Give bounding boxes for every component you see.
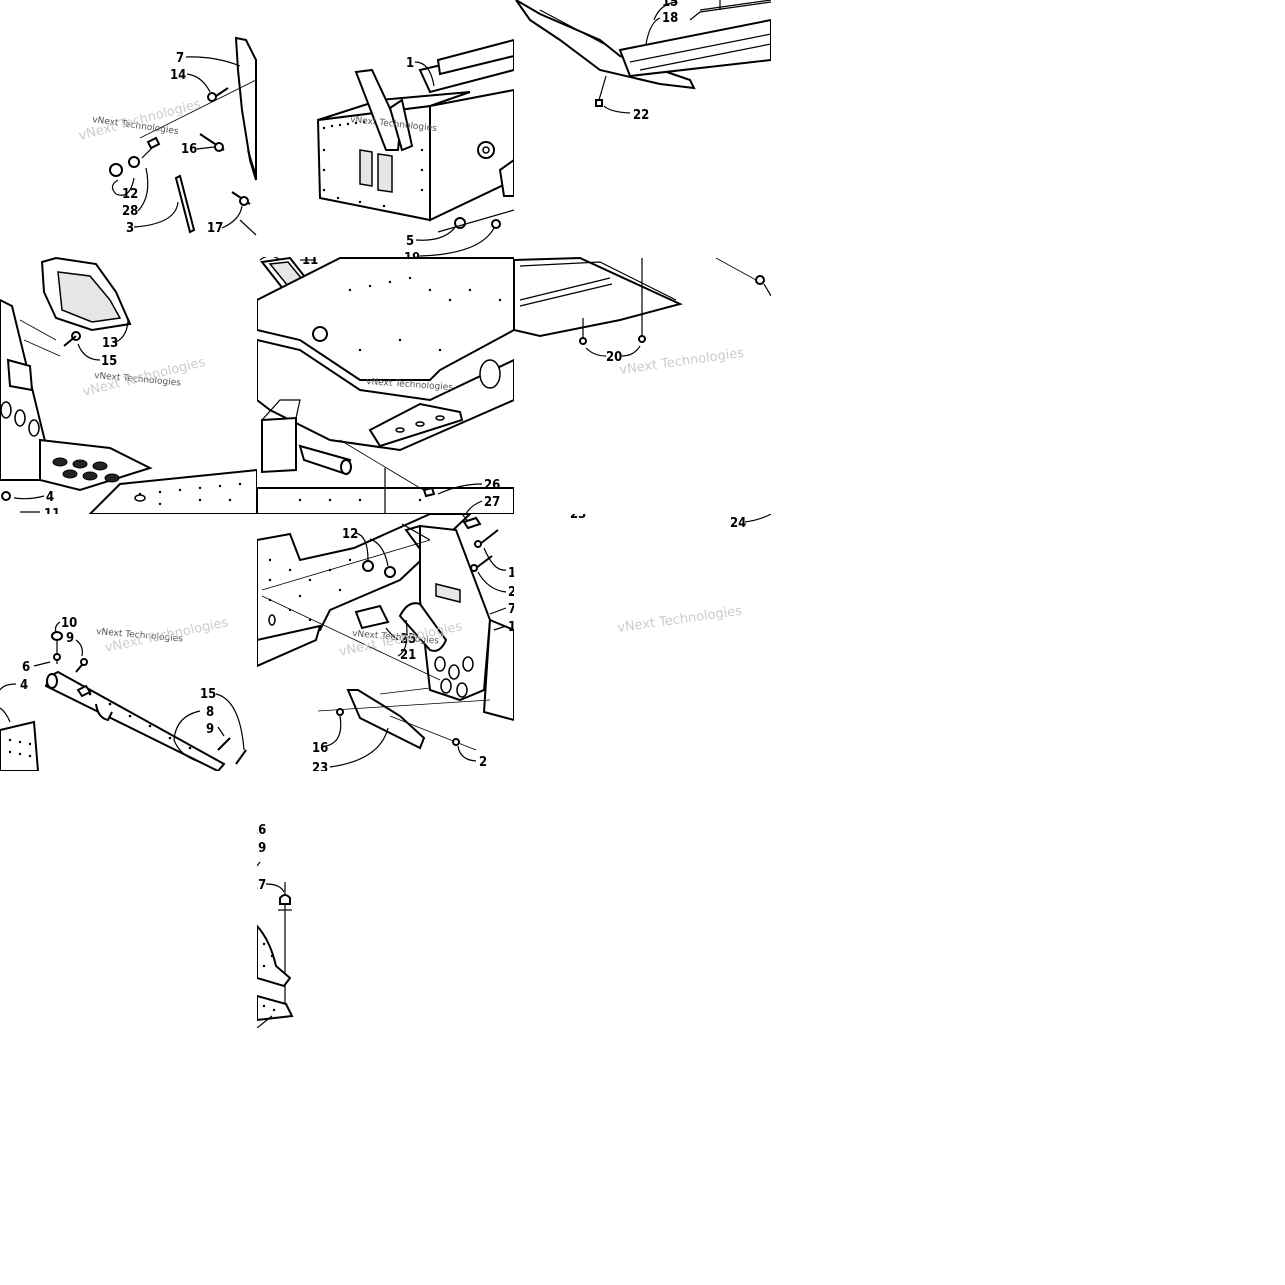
callout-18: 18 xyxy=(662,11,678,26)
callout-1: 1 xyxy=(406,56,414,71)
callout-1: 1 xyxy=(508,620,516,635)
callout-4: 4 xyxy=(20,678,28,693)
callout-22: 22 xyxy=(633,108,649,123)
callout-1: 1 xyxy=(508,566,516,581)
callout-21: 21 xyxy=(400,648,416,663)
callout-2: 2 xyxy=(508,585,516,600)
callout-15: 15 xyxy=(200,687,216,702)
callout-23: 23 xyxy=(570,507,586,522)
callout-15: 15 xyxy=(101,354,117,369)
callout-17: 17 xyxy=(250,878,266,893)
callout-12: 12 xyxy=(342,527,358,542)
tile-chassis-center: 11 26 27 vNext Technologies xyxy=(257,253,514,514)
callout-4: 4 xyxy=(46,490,54,505)
callout-2: 2 xyxy=(479,755,487,770)
tile-steering-post: 10 9 6 4 15 8 9 vNext Technologies vNext… xyxy=(0,615,247,771)
callout-9: 9 xyxy=(206,722,214,737)
callout-28: 28 xyxy=(122,204,138,219)
watermark-shadow: vNext Technologies xyxy=(616,604,743,636)
tile-tunnel-rail: 15 18 22 xyxy=(515,0,771,123)
callout-25: 25 xyxy=(400,632,416,647)
tile-callouts-right: 23 24 vNext Technologies xyxy=(570,507,771,636)
callout-26: 26 xyxy=(484,478,500,493)
callout-20: 20 xyxy=(606,350,622,365)
callout-15: 15 xyxy=(662,0,678,10)
callout-19: 19 xyxy=(404,251,420,266)
tile-running-board: 20 vNext Technologies xyxy=(514,257,771,378)
tile-bulkhead: 1 5 19 vNext Technologies xyxy=(316,38,514,266)
callout-7: 7 xyxy=(508,602,516,617)
callout-24: 24 xyxy=(730,516,746,531)
callout-16: 16 xyxy=(312,741,328,756)
callout-12: 12 xyxy=(122,187,138,202)
callout-8: 8 xyxy=(206,705,214,720)
callout-9: 9 xyxy=(66,631,74,646)
callout-13: 13 xyxy=(102,336,118,351)
watermark: vNext Technologies xyxy=(366,377,454,393)
callout-16: 16 xyxy=(250,823,266,838)
callout-29: 29 xyxy=(250,841,266,856)
tile-rivet-bracket: 16 29 17 xyxy=(250,823,294,1028)
callout-11: 11 xyxy=(302,253,318,268)
callout-11: 11 xyxy=(44,507,60,522)
callout-10: 10 xyxy=(61,616,77,631)
tile-footrest-right: 12 25 21 1 2 7 1 16 23 2 vNext Technolog… xyxy=(257,514,516,776)
callout-16: 16 xyxy=(181,142,197,157)
callout-27: 27 xyxy=(484,495,500,510)
callout-23: 23 xyxy=(312,761,328,776)
callout-5: 5 xyxy=(406,234,414,249)
callout-14: 14 xyxy=(170,68,186,83)
callout-17: 17 xyxy=(207,221,223,236)
callout-7: 7 xyxy=(176,51,184,66)
callout-3: 3 xyxy=(126,221,134,236)
callout-6: 6 xyxy=(22,660,30,675)
watermark-shadow: vNext Technologies xyxy=(618,346,745,378)
tile-footrest-left: 13 15 4 11 vNext Technologies vNext Tech… xyxy=(0,257,257,522)
tile-front-bumper-bracket: 7 14 16 12 28 3 17 vNext Technologies vN… xyxy=(77,36,257,236)
